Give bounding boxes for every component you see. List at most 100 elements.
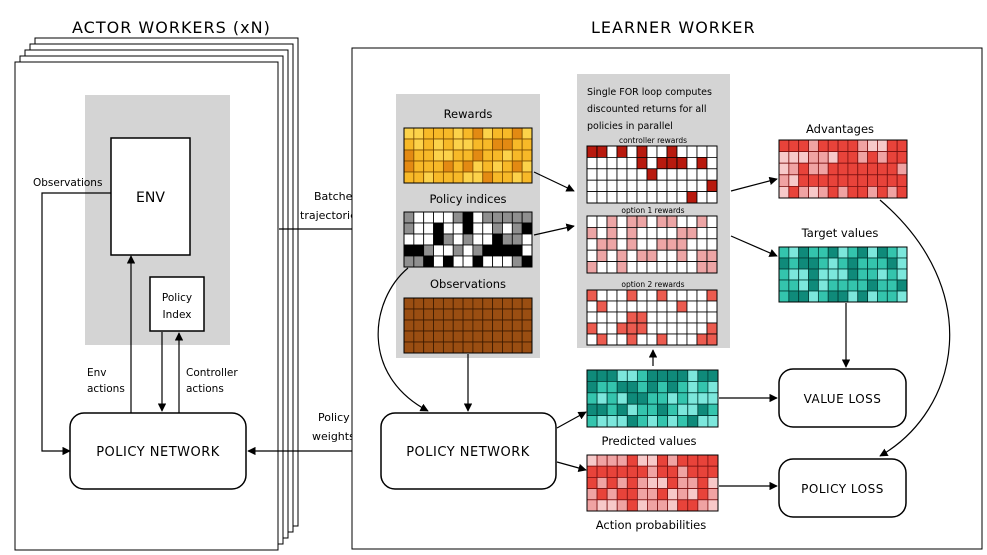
grid-cell [616,156,628,170]
grid-outline [403,127,533,184]
grid-cell [837,279,849,292]
grid-cell [837,185,849,199]
grid-cell [616,261,628,274]
grid-cell [686,322,698,335]
grid-cell [586,191,598,204]
grid-cell [896,139,908,153]
grid-cell [606,488,618,501]
grid-cell [847,257,859,270]
grid-cell [626,145,638,158]
grid-cell [886,257,898,270]
grid-cell [636,403,648,417]
grid-cell [452,138,464,151]
option1-rewards-label: option 1 rewards [621,206,684,215]
grid-cell [616,226,628,240]
grid-cell [482,127,494,140]
grid-cell [511,127,523,140]
grid-cell [596,261,608,274]
grid-cell [586,215,598,228]
grid-cell [596,392,608,405]
grid-cell [656,289,668,302]
grid-cell [626,476,638,489]
grid-cell [626,311,638,324]
grid-cell [636,369,648,382]
grid-cell [636,300,648,313]
grid-cell [502,160,513,173]
grid-cell [482,244,494,257]
grid-cell [423,319,434,332]
grid-cell [696,145,708,158]
grid-cell [586,369,598,382]
grid-cell [857,185,869,199]
controller-actions-label-line1: Controller [186,367,238,379]
option2-rewards-grid [586,289,718,346]
grid-cell [676,261,688,274]
grid-cell [706,300,718,313]
grid-outline [586,289,718,346]
grid-cell [521,308,533,321]
grid-cell [667,454,679,467]
grid-cell [877,185,888,199]
grid-cell [896,257,908,270]
returns-to-advantages-arrow [730,176,778,192]
grid-cell [778,279,790,292]
grid-cell [696,322,708,335]
grid-cell [636,311,648,324]
grid-cell [686,238,698,251]
grid-cell [442,308,454,321]
grid-cell [423,138,434,151]
grid-cell [827,139,839,153]
grid-cell [452,160,464,173]
grid-cell [433,211,444,224]
grid-cell [706,168,718,181]
grid-cell [616,499,628,512]
grid-cell [646,300,658,313]
grid-cell [896,162,908,176]
grid-cell [867,174,878,187]
grid-cell [636,215,648,228]
grid-cell [606,145,618,158]
grid-cell [511,222,523,235]
grid-cell [472,138,484,151]
grid-cell [696,289,708,302]
grid-cell [837,257,849,270]
grid-cell [626,380,638,394]
grid-cell [647,488,658,501]
grid-cell [877,162,888,176]
grid-cell [403,160,415,173]
grid-cell [521,341,533,354]
grid-cell [482,171,494,184]
grid-cell [596,238,608,251]
indices-to-network-arrow [377,267,429,412]
grid-cell [778,290,790,303]
env-actions-label-line2: actions [87,383,125,395]
grid-cell [778,162,790,176]
grid-cell [676,191,688,204]
grid-cell [596,499,608,512]
grid-cell [586,226,598,240]
grid-cell [492,319,503,332]
grid-cell [606,415,618,428]
grid-cell [636,191,648,204]
grid-cell [442,233,454,246]
grid-cell [626,191,638,204]
grid-cell [616,191,628,204]
grid-cell [657,488,669,501]
grid-cell [867,151,878,164]
actor-policy-network-label: POLICY NETWORK [96,445,220,460]
grid-cell [706,145,718,158]
grid-cell [636,488,648,501]
predicted-values-label: Predicted values [601,434,696,448]
grid-cell [606,168,618,181]
grid-cell [896,268,908,281]
advantages-label: Advantages [806,122,874,136]
grid-cell [433,308,444,321]
policy-indices-grid [403,211,533,268]
grid-cell [616,415,628,428]
grid-cell [666,311,678,324]
grid-cell [707,488,719,501]
grid-cell [586,300,598,313]
grid-cell [596,333,608,346]
grid-cell [706,215,718,228]
grid-cell [442,341,454,354]
